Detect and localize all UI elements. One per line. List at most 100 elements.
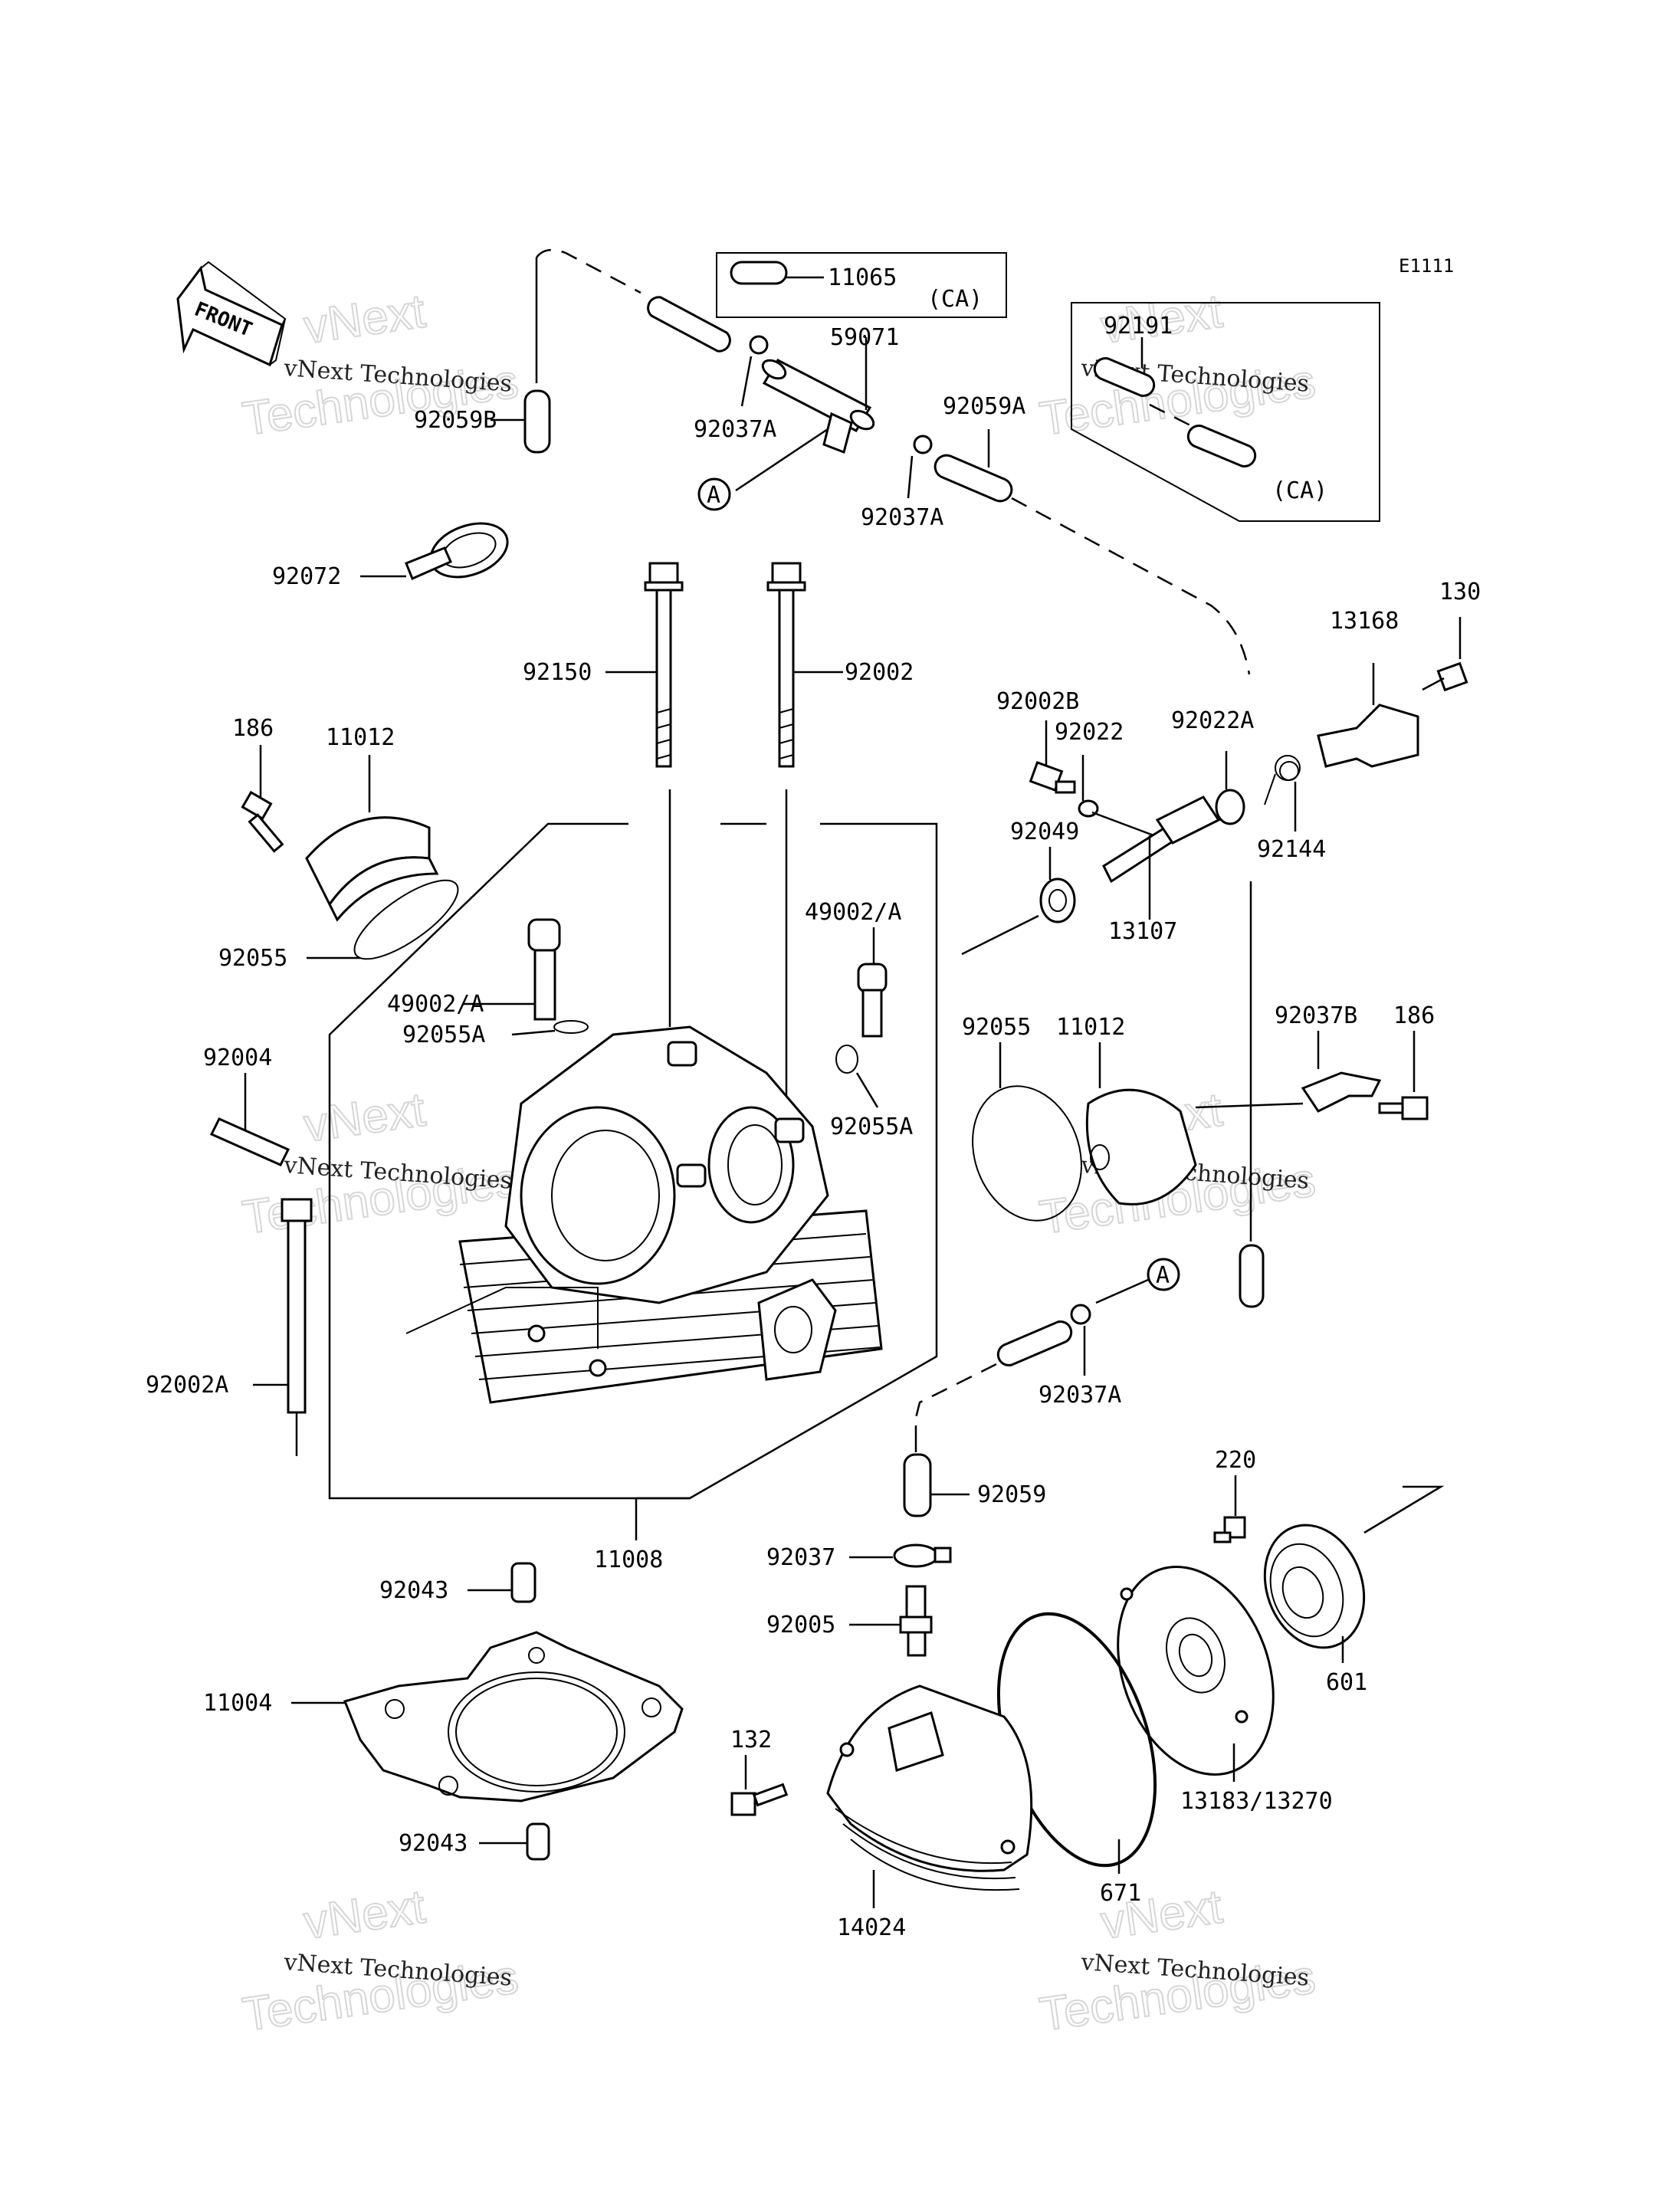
label-92037: 92037 bbox=[766, 1544, 835, 1571]
part-13168-lever bbox=[1317, 663, 1419, 768]
label-11008: 11008 bbox=[594, 1547, 663, 1573]
label-130: 130 bbox=[1439, 579, 1481, 605]
hose-right bbox=[1239, 1244, 1265, 1308]
part-92059 bbox=[903, 1453, 932, 1517]
label-671: 671 bbox=[1100, 1880, 1141, 1907]
part-labels: 11065 (CA) 59071 92191 (CA) 92059B 92037… bbox=[146, 264, 1481, 1941]
watermark-text: vNext bbox=[300, 284, 428, 353]
part-92055-oring-right bbox=[972, 1042, 1082, 1222]
watermark-text: vNext bbox=[300, 1083, 428, 1152]
part-92022A-washer bbox=[1215, 751, 1245, 825]
part-11004-gasket bbox=[291, 1631, 684, 1802]
part-13107-shaft bbox=[1091, 795, 1221, 920]
part-92037A-clip-lower bbox=[1070, 1304, 1091, 1376]
label-92002: 92002 bbox=[845, 659, 914, 686]
part-14024-cover bbox=[826, 1684, 1033, 1908]
label-92059A: 92059A bbox=[943, 393, 1025, 420]
part-186-bolt-right bbox=[1378, 1031, 1429, 1120]
label-13183-13270: 13183/13270 bbox=[1180, 1788, 1333, 1815]
hose-lower bbox=[996, 1320, 1073, 1366]
ref-a-label: A bbox=[707, 482, 720, 509]
part-601-bearing bbox=[1263, 1524, 1366, 1663]
part-11012-cover-right bbox=[1085, 1042, 1304, 1205]
label-59071: 59071 bbox=[830, 324, 899, 351]
part-220-bolt bbox=[1213, 1475, 1246, 1543]
label-92072: 92072 bbox=[272, 563, 341, 590]
part-130-bolt bbox=[1422, 617, 1468, 692]
front-arrow-icon: FRONT bbox=[176, 261, 287, 367]
label-92037A: 92037A bbox=[861, 504, 943, 531]
label-92055A: 92055A bbox=[830, 1114, 913, 1140]
part-11012-cover-left bbox=[305, 755, 439, 922]
label-186: 186 bbox=[232, 715, 274, 742]
label-11012: 11012 bbox=[326, 724, 395, 751]
label-92037B: 92037B bbox=[1275, 1002, 1357, 1029]
part-92005-fitting bbox=[849, 1585, 933, 1657]
ref-a-label: A bbox=[1156, 1262, 1170, 1289]
label-92043: 92043 bbox=[379, 1577, 448, 1604]
label-92055A: 92055A bbox=[402, 1022, 485, 1048]
label-132: 132 bbox=[730, 1727, 772, 1753]
part-186-bolt-left bbox=[241, 745, 284, 853]
label-186: 186 bbox=[1393, 1002, 1435, 1029]
part-92191 bbox=[1093, 357, 1156, 397]
label-92037A: 92037A bbox=[694, 416, 776, 443]
breather-hose-assembly: A bbox=[491, 248, 1380, 675]
ca-box-right bbox=[1071, 302, 1380, 522]
part-11065 bbox=[730, 261, 788, 285]
label-92022: 92022 bbox=[1055, 719, 1124, 746]
label-11012: 11012 bbox=[1056, 1014, 1125, 1041]
part-92004-stud bbox=[209, 1073, 290, 1166]
ref-circle-a-bottom bbox=[1147, 1258, 1180, 1291]
part-92144-spring bbox=[1264, 755, 1301, 832]
watermark-text: vNext bbox=[300, 1880, 428, 1949]
label-92144: 92144 bbox=[1257, 836, 1326, 863]
label-92037A: 92037A bbox=[1039, 1382, 1121, 1409]
label-14024: 14024 bbox=[837, 1914, 906, 1941]
label-ca-top: (CA) bbox=[927, 286, 983, 313]
part-92055-oring-left bbox=[307, 879, 459, 960]
part-13183-cover bbox=[1117, 1565, 1275, 1782]
watermark-top-left: vNext Technologies vNext Technologies bbox=[238, 284, 522, 446]
label-601: 601 bbox=[1326, 1669, 1367, 1696]
part-92072-clamp bbox=[360, 522, 509, 580]
label-11004: 11004 bbox=[203, 1690, 272, 1717]
part-132-bolt bbox=[730, 1755, 789, 1816]
diagram-code: E1111 bbox=[1399, 255, 1454, 277]
label-11065: 11065 bbox=[828, 264, 897, 291]
label-92191: 92191 bbox=[1104, 313, 1173, 339]
label-13107: 13107 bbox=[1108, 918, 1177, 945]
part-92059B bbox=[523, 389, 551, 454]
label-13168: 13168 bbox=[1330, 608, 1399, 635]
part-92022-washer bbox=[1078, 755, 1099, 818]
ca-box-top bbox=[716, 252, 1007, 318]
label-92055: 92055 bbox=[218, 945, 287, 972]
label-92022A: 92022A bbox=[1171, 707, 1254, 734]
part-11008-cylinder-head bbox=[405, 1025, 883, 1404]
part-92049-seal bbox=[961, 847, 1076, 956]
part-92037B-clamp bbox=[1301, 1031, 1382, 1113]
label-220: 220 bbox=[1215, 1447, 1256, 1474]
label-92059B: 92059B bbox=[414, 407, 497, 434]
part-92002-bolt bbox=[766, 562, 843, 768]
ref-circle-a-top bbox=[697, 477, 731, 511]
label-ca-right: (CA) bbox=[1272, 477, 1327, 504]
part-92059A bbox=[934, 454, 1013, 503]
part-92002B-bolt bbox=[1029, 720, 1076, 794]
label-92002A: 92002A bbox=[146, 1372, 228, 1399]
part-49002A-right bbox=[835, 927, 888, 1108]
part-92043-dowel-top bbox=[468, 1562, 536, 1603]
label-49002A: 49002/A bbox=[805, 899, 901, 926]
cylinder-head-frame bbox=[328, 789, 938, 1540]
part-92150-bolt bbox=[605, 562, 684, 768]
watermark-bottom-right: vNext Technologies vNext Technologies bbox=[1035, 1879, 1319, 2042]
watermark-top-right: vNext Technologies vNext Technologies bbox=[1035, 284, 1319, 446]
label-49002A: 49002/A bbox=[387, 991, 484, 1018]
label-92005: 92005 bbox=[766, 1612, 835, 1638]
part-92002A-bolt bbox=[253, 1198, 313, 1456]
watermark-bottom-left: vNext Technologies vNext Technologies bbox=[238, 1879, 522, 2042]
label-92043: 92043 bbox=[399, 1830, 468, 1857]
part-92037-clamp bbox=[849, 1543, 952, 1568]
